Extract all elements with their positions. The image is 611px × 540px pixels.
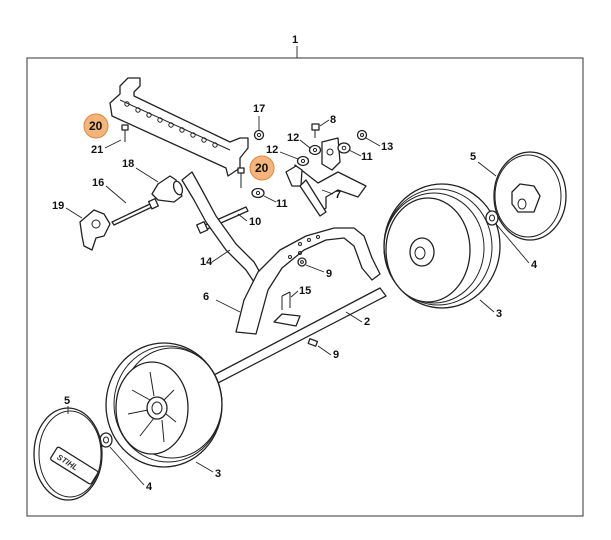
cone-sleeve-18 — [151, 175, 184, 203]
callout-10: 10 — [249, 216, 261, 228]
callout-8: 8 — [330, 114, 336, 126]
callout-4-right: 4 — [531, 259, 538, 271]
callout-4-left: 4 — [146, 481, 153, 493]
wheel-3-right — [383, 183, 501, 309]
washer-12-lower — [296, 155, 310, 167]
callout-18: 18 — [122, 158, 134, 170]
washer-12-upper — [308, 144, 322, 156]
callout-3-right: 3 — [496, 308, 502, 320]
callout-6: 6 — [203, 291, 209, 303]
hub-cap-5-left: STIHL — [33, 407, 103, 501]
mounting-bracket-7 — [285, 137, 367, 217]
callout-3-left: 3 — [215, 468, 221, 480]
screw-20 — [237, 167, 245, 188]
callout-15: 15 — [299, 285, 311, 297]
callout-5-left: 5 — [64, 395, 70, 407]
callout-14: 14 — [200, 256, 213, 268]
callout-20-right: 20 — [255, 161, 269, 175]
callout-13: 13 — [381, 141, 393, 153]
callout-11-center: 11 — [276, 198, 288, 210]
nut-9-upper — [297, 257, 307, 267]
washer-11-right — [337, 142, 351, 154]
callout-7: 7 — [335, 189, 341, 201]
u-clip-15 — [281, 291, 291, 310]
perforated-bracket — [109, 77, 249, 177]
callout-11-right: 11 — [361, 151, 373, 163]
callout-12-upper: 12 — [287, 132, 299, 144]
callout-9-upper: 9 — [326, 268, 332, 280]
callout-5-right: 5 — [470, 151, 476, 163]
hub-cap-logo-plate — [50, 446, 99, 485]
callout-17: 17 — [253, 103, 265, 115]
callout-19: 19 — [52, 200, 64, 212]
nut-17 — [253, 129, 265, 141]
screw-21 — [121, 124, 129, 142]
main-frame-6 — [235, 227, 381, 335]
threaded-screw-16 — [111, 198, 159, 226]
washer-11-center — [251, 187, 265, 199]
assembly-frame — [26, 57, 584, 517]
wheel-3-left — [105, 342, 223, 468]
highlight-circle-20-right — [249, 155, 275, 181]
nut-13 — [356, 129, 368, 141]
callout-20-left: 20 — [89, 119, 103, 133]
pin-9-lower — [307, 338, 319, 347]
callout-21: 21 — [91, 144, 103, 156]
highlight-circle-20-left — [83, 113, 109, 139]
callout-16: 16 — [92, 177, 104, 189]
callout-1: 1 — [292, 34, 298, 46]
callout-2: 2 — [364, 316, 370, 328]
screw-8 — [311, 123, 320, 138]
axle-2 — [209, 287, 387, 386]
star-knob-19 — [79, 209, 111, 251]
callout-9-lower: 9 — [333, 349, 339, 361]
hub-cap-5-right — [493, 151, 567, 241]
callout-12-lower: 12 — [266, 144, 278, 156]
